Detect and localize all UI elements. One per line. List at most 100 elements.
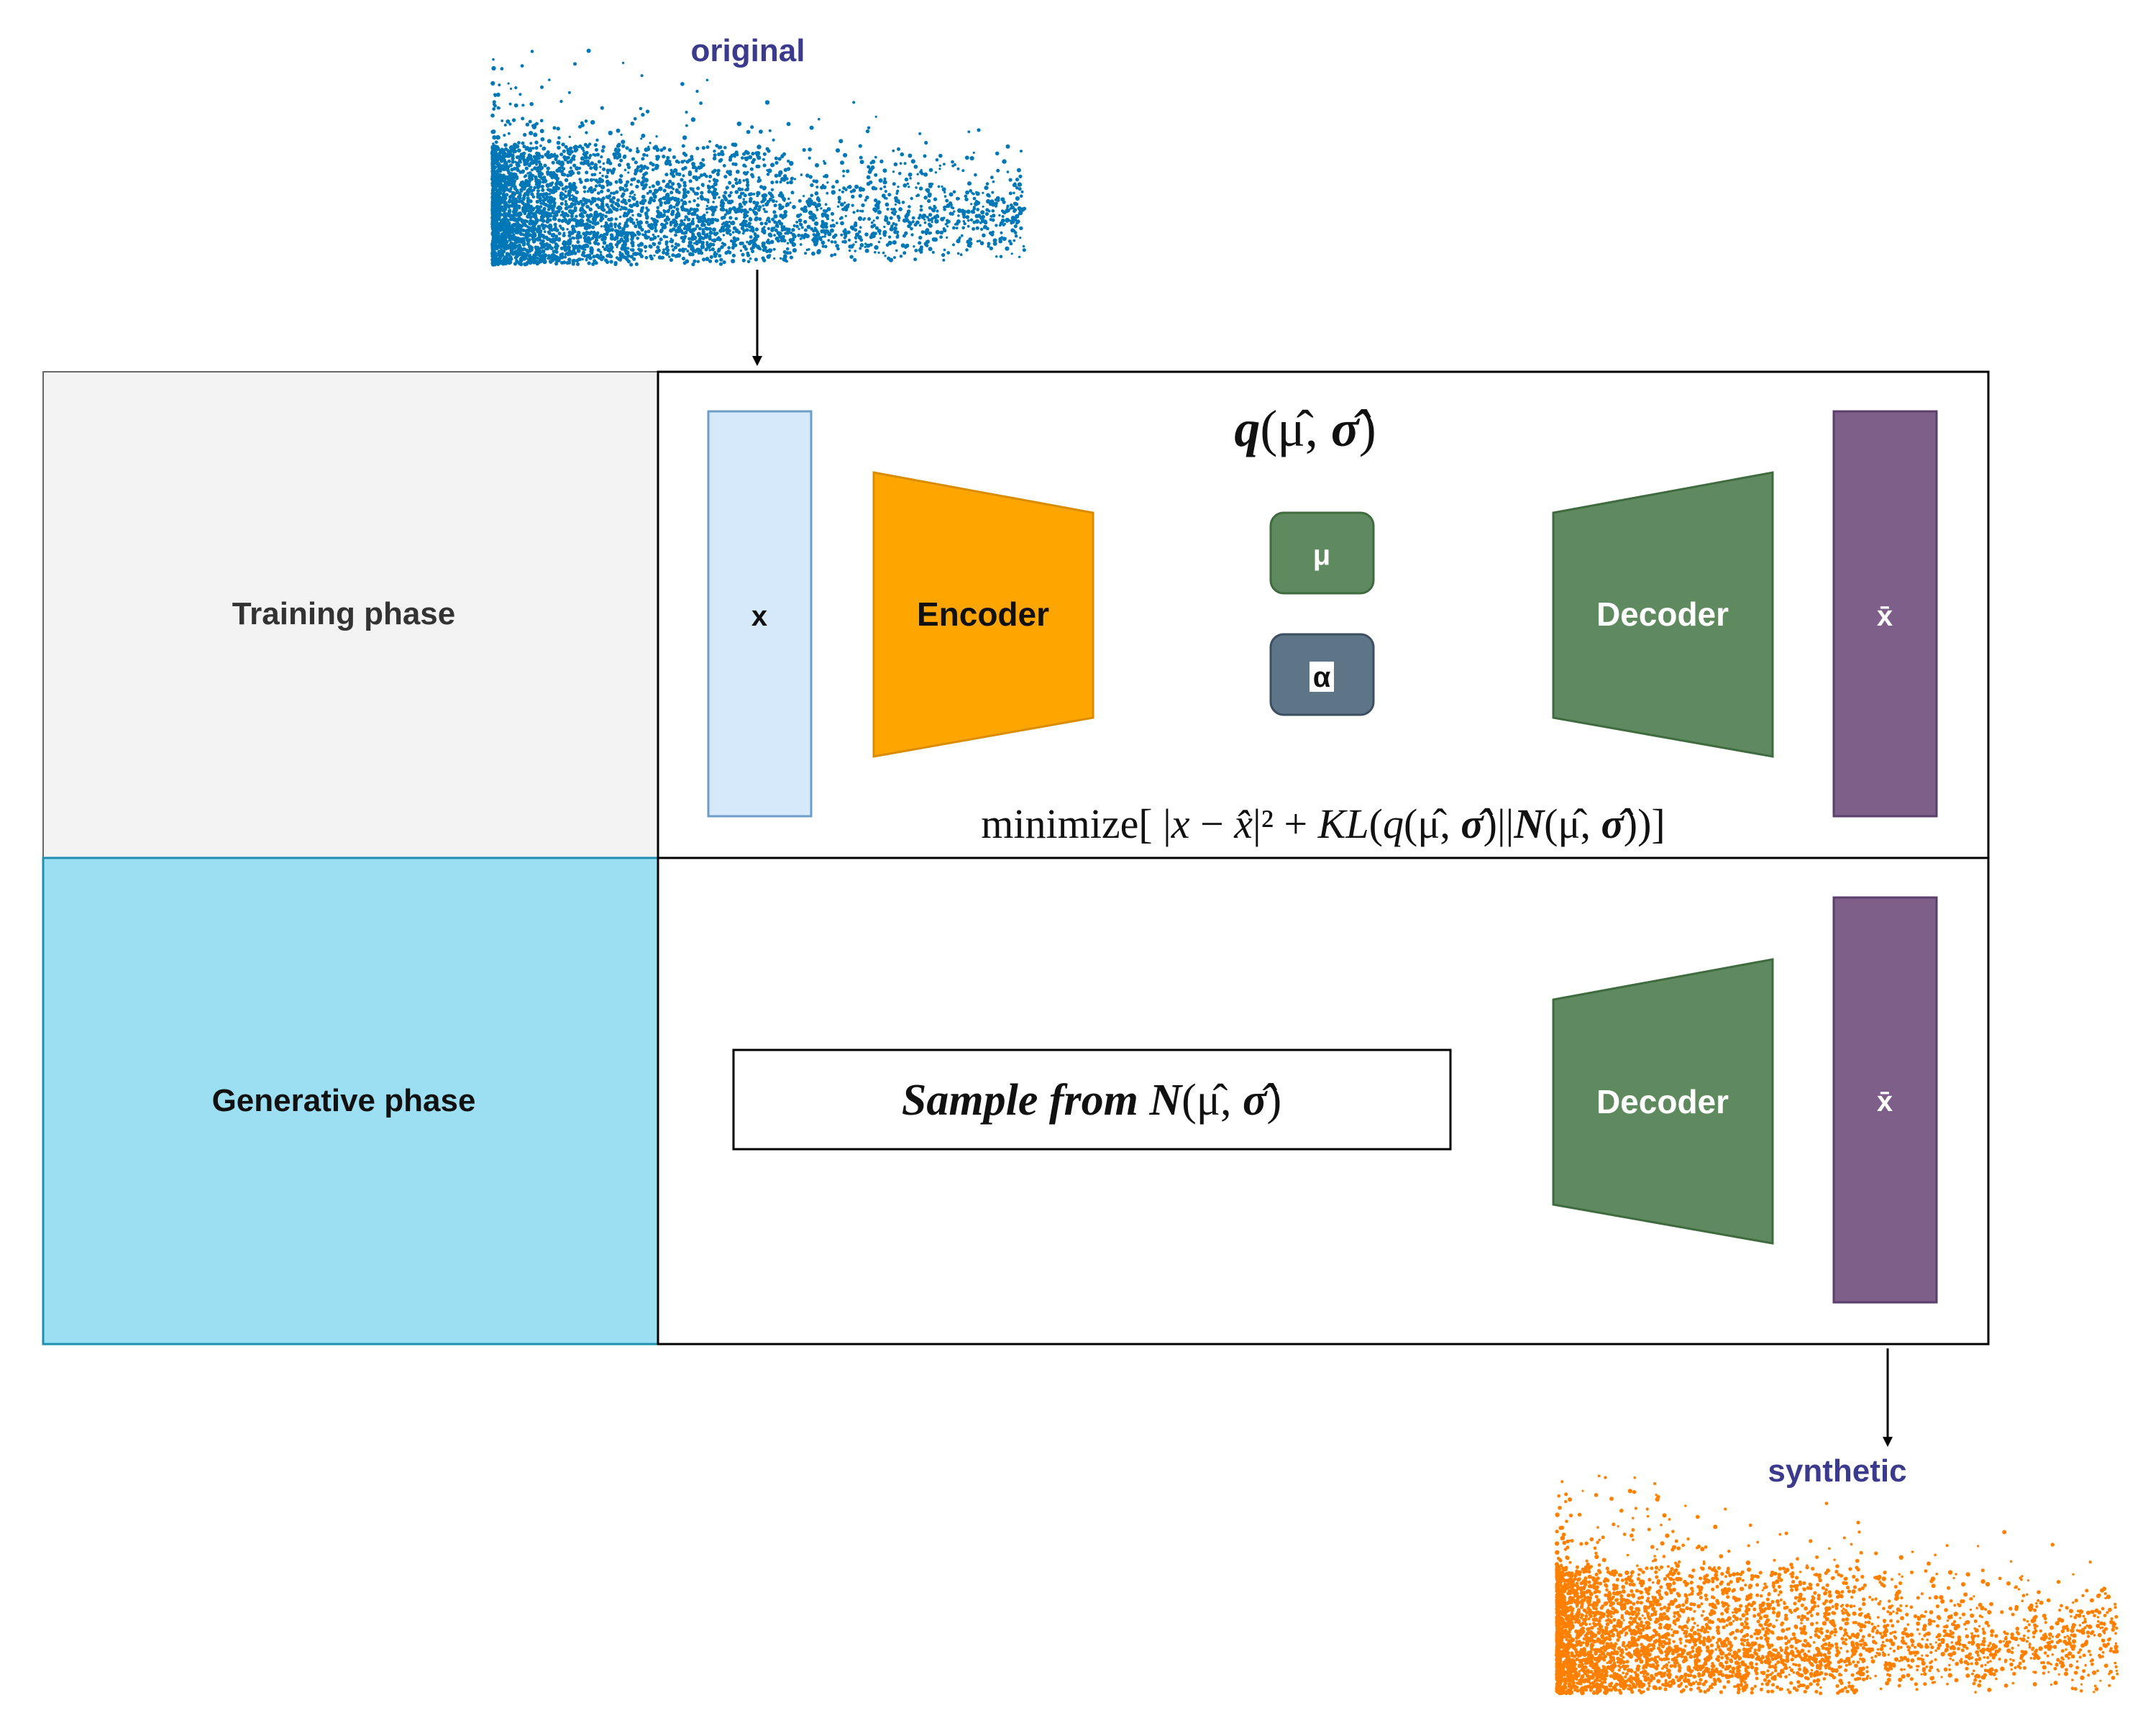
scatter-point bbox=[655, 181, 660, 186]
scatter-point bbox=[877, 200, 881, 204]
scatter-point bbox=[567, 251, 572, 255]
scatter-point bbox=[979, 216, 984, 220]
scatter-point bbox=[657, 234, 660, 238]
scatter-point bbox=[895, 198, 900, 204]
scatter-point bbox=[720, 150, 724, 154]
scatter-point bbox=[844, 228, 847, 231]
scatter-point bbox=[942, 227, 946, 231]
scatter-point bbox=[744, 224, 749, 228]
scatter-point bbox=[2018, 1661, 2022, 1666]
scatter-point bbox=[667, 196, 671, 201]
scatter-point bbox=[701, 232, 705, 236]
scatter-point bbox=[804, 252, 808, 255]
scatter-point bbox=[533, 123, 537, 127]
scatter-point bbox=[498, 258, 502, 262]
scatter-point bbox=[861, 203, 865, 208]
scatter-point bbox=[873, 198, 878, 203]
scatter-point bbox=[682, 174, 685, 178]
scatter-point bbox=[680, 229, 684, 234]
scatter-point bbox=[767, 232, 772, 237]
scatter-point bbox=[713, 153, 717, 157]
scatter-point bbox=[493, 93, 497, 97]
scatter-point bbox=[703, 214, 706, 217]
scatter-point bbox=[1949, 1630, 1952, 1632]
scatter-point bbox=[884, 190, 887, 193]
scatter-point bbox=[1594, 1493, 1599, 1497]
scatter-point bbox=[1000, 198, 1004, 201]
scatter-point bbox=[596, 248, 600, 252]
scatter-point bbox=[1994, 1634, 1998, 1638]
scatter-point bbox=[647, 200, 652, 205]
scatter-point bbox=[853, 257, 857, 262]
scatter-point bbox=[1627, 1593, 1631, 1598]
scatter-point bbox=[553, 217, 557, 221]
scatter-point bbox=[952, 190, 956, 194]
scatter-point bbox=[1887, 1599, 1891, 1603]
scatter-point bbox=[883, 177, 887, 181]
scatter-point bbox=[815, 208, 819, 211]
scatter-point bbox=[531, 195, 536, 199]
scatter-point bbox=[568, 197, 572, 201]
scatter-point bbox=[603, 247, 608, 252]
scatter-point bbox=[854, 237, 857, 240]
scatter-point bbox=[1897, 1684, 1901, 1688]
scatter-point bbox=[606, 188, 611, 193]
scatter-point bbox=[743, 209, 747, 214]
scatter-point bbox=[746, 129, 751, 134]
scatter-point bbox=[757, 178, 761, 183]
scatter-point bbox=[1766, 1669, 1770, 1673]
scatter-point bbox=[803, 219, 808, 224]
scatter-point bbox=[585, 170, 589, 175]
scatter-point bbox=[600, 189, 604, 193]
scatter-point bbox=[669, 204, 672, 207]
scatter-point bbox=[978, 239, 982, 242]
scatter-point bbox=[813, 221, 819, 227]
scatter-point bbox=[1998, 1640, 2003, 1644]
scatter-point bbox=[656, 206, 660, 210]
scatter-point bbox=[600, 149, 605, 153]
scatter-point bbox=[490, 81, 495, 86]
scatter-point bbox=[1784, 1648, 1788, 1652]
scatter-point bbox=[614, 217, 618, 221]
scatter-point bbox=[887, 193, 892, 197]
scatter-point bbox=[772, 210, 777, 214]
scatter-point bbox=[588, 207, 593, 212]
scatter-point bbox=[808, 215, 813, 220]
scatter-point bbox=[583, 210, 588, 214]
scatter-point bbox=[908, 153, 913, 158]
scatter-point bbox=[813, 227, 818, 232]
scatter-point bbox=[619, 208, 622, 211]
scatter-point bbox=[699, 216, 703, 220]
scatter-point bbox=[674, 233, 677, 237]
scatter-point bbox=[715, 232, 719, 235]
scatter-point bbox=[927, 193, 932, 198]
scatter-point bbox=[894, 203, 897, 206]
scatter-point bbox=[864, 248, 869, 253]
scatter-point bbox=[964, 155, 969, 160]
scatter-point bbox=[799, 222, 803, 227]
scatter-point bbox=[688, 179, 693, 183]
scatter-point bbox=[933, 237, 938, 242]
scatter-point bbox=[623, 221, 629, 225]
scatter-point bbox=[762, 248, 766, 252]
scatter-point bbox=[889, 216, 893, 220]
scatter-point bbox=[892, 149, 895, 152]
scatter-point bbox=[927, 198, 931, 204]
scatter-point bbox=[588, 154, 593, 157]
scatter-point bbox=[644, 220, 649, 224]
scatter-point bbox=[631, 196, 635, 200]
scatter-point bbox=[491, 186, 495, 191]
scatter-point bbox=[531, 222, 536, 227]
scatter-point bbox=[789, 180, 793, 185]
scatter-point bbox=[644, 211, 649, 216]
scatter-point bbox=[530, 192, 534, 196]
scatter-point bbox=[558, 224, 562, 228]
scatter-point bbox=[853, 223, 858, 227]
scatter-point bbox=[969, 189, 973, 193]
scatter-point bbox=[564, 255, 567, 259]
scatter-point bbox=[518, 212, 523, 216]
scatter-point bbox=[623, 168, 627, 172]
scatter-point bbox=[530, 257, 534, 262]
scatter-point bbox=[931, 209, 936, 213]
